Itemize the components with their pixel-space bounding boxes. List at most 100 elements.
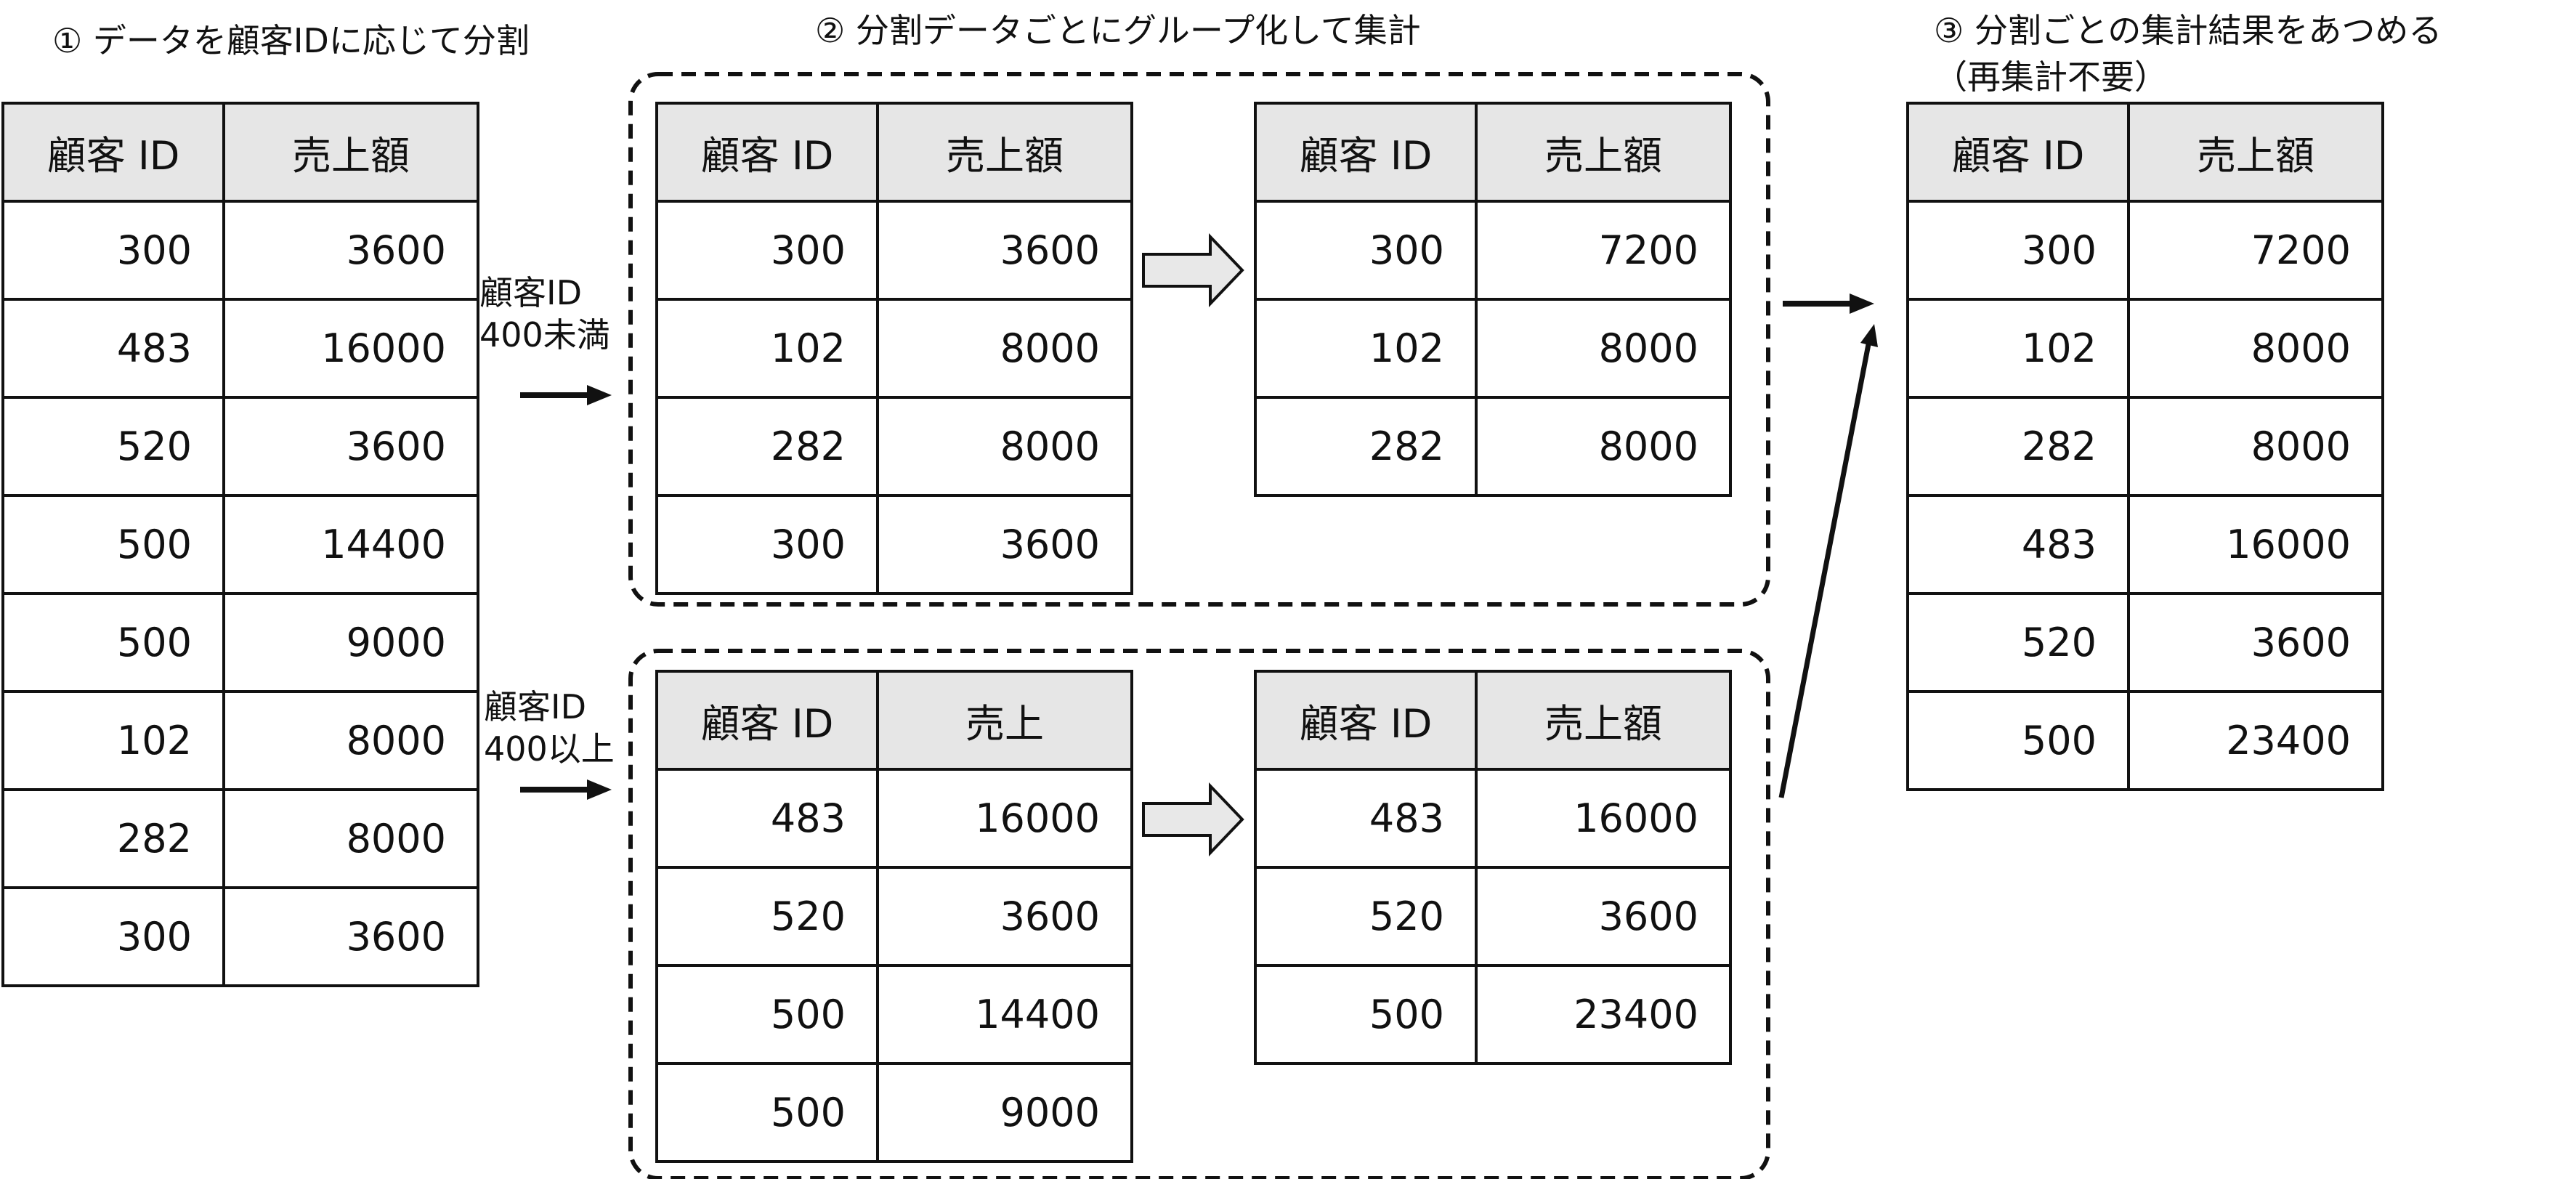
customer-id-cell: 282	[1254, 396, 1478, 497]
customer-id-cell: 520	[655, 866, 879, 967]
customer-id-cell: 483	[1906, 494, 2130, 595]
customer-id-cell: 102	[1254, 298, 1478, 399]
sales-amount-cell: 7200	[2127, 200, 2384, 301]
customer-id-cell: 500	[1, 494, 225, 595]
column-header-sales: 売上	[876, 670, 1133, 771]
column-header-sales: 売上額	[222, 102, 479, 203]
customer-id-cell: 500	[1254, 964, 1478, 1065]
customer-id-cell: 500	[1, 592, 225, 693]
customer-id-cell: 300	[1, 200, 225, 301]
sales-amount-cell: 8000	[2127, 396, 2384, 497]
column-header-sales: 売上額	[876, 102, 1133, 203]
column-header-customer-id: 顧客 ID	[1, 102, 225, 203]
customer-id-cell: 282	[1906, 396, 2130, 497]
sales-amount-cell: 8000	[1475, 298, 1732, 399]
customer-id-cell: 282	[1, 788, 225, 889]
customer-id-cell: 500	[1906, 690, 2130, 791]
sales-amount-cell: 14400	[876, 964, 1133, 1065]
customer-id-cell: 102	[655, 298, 879, 399]
sales-amount-cell: 8000	[222, 788, 479, 889]
group-box-upper-ids	[628, 649, 1770, 1179]
customer-id-cell: 300	[1906, 200, 2130, 301]
column-header-customer-id: 顧客 ID	[1906, 102, 2130, 203]
sales-amount-cell: 9000	[876, 1062, 1133, 1163]
customer-id-cell: 300	[655, 200, 879, 301]
sales-amount-cell: 3600	[876, 494, 1133, 595]
column-header-sales: 売上額	[1475, 670, 1732, 771]
customer-id-cell: 102	[1906, 298, 2130, 399]
collect-arrow-lower	[1783, 293, 1874, 314]
customer-id-cell: 520	[1906, 592, 2130, 693]
aggregate-arrow-lower	[1142, 233, 1244, 307]
customer-id-cell: 520	[1254, 866, 1478, 967]
customer-id-cell: 282	[655, 396, 879, 497]
customer-id-cell: 500	[655, 1062, 879, 1163]
condition-lower-line2: 400未満	[479, 315, 610, 354]
column-header-customer-id: 顧客 ID	[655, 670, 879, 771]
sales-amount-cell: 3600	[222, 396, 479, 497]
step2-title: ② 分割データごとにグループ化して集計	[815, 11, 1421, 50]
sales-amount-cell: 8000	[2127, 298, 2384, 399]
arrow-to-upper-group	[520, 779, 612, 800]
column-header-sales: 売上額	[2127, 102, 2384, 203]
sales-amount-cell: 3600	[222, 886, 479, 987]
sales-amount-cell: 16000	[1475, 768, 1732, 869]
column-header-sales: 売上額	[1475, 102, 1732, 203]
sales-amount-cell: 9000	[222, 592, 479, 693]
sales-amount-cell: 23400	[1475, 964, 1732, 1065]
customer-id-cell: 483	[1, 298, 225, 399]
aggregate-arrow-upper	[1142, 782, 1244, 856]
sales-amount-cell: 16000	[2127, 494, 2384, 595]
sales-amount-cell: 23400	[2127, 690, 2384, 791]
sales-amount-cell: 3600	[876, 200, 1133, 301]
condition-lower-line1: 顧客ID	[479, 273, 582, 312]
customer-id-cell: 483	[655, 768, 879, 869]
condition-upper-line2: 400以上	[484, 729, 615, 769]
sales-amount-cell: 8000	[876, 396, 1133, 497]
sales-amount-cell: 8000	[222, 690, 479, 791]
condition-upper: 顧客ID 400以上	[484, 686, 615, 770]
sales-amount-cell: 16000	[222, 298, 479, 399]
sales-amount-cell: 3600	[1475, 866, 1732, 967]
column-header-customer-id: 顧客 ID	[1254, 670, 1478, 771]
arrow-to-lower-group	[520, 385, 612, 405]
customer-id-cell: 300	[1, 886, 225, 987]
sales-amount-cell: 14400	[222, 494, 479, 595]
collect-arrow-upper	[1778, 324, 1878, 798]
step1-title: ① データを顧客IDに応じて分割	[52, 21, 530, 60]
sales-amount-cell: 3600	[2127, 592, 2384, 693]
sales-amount-cell: 7200	[1475, 200, 1732, 301]
